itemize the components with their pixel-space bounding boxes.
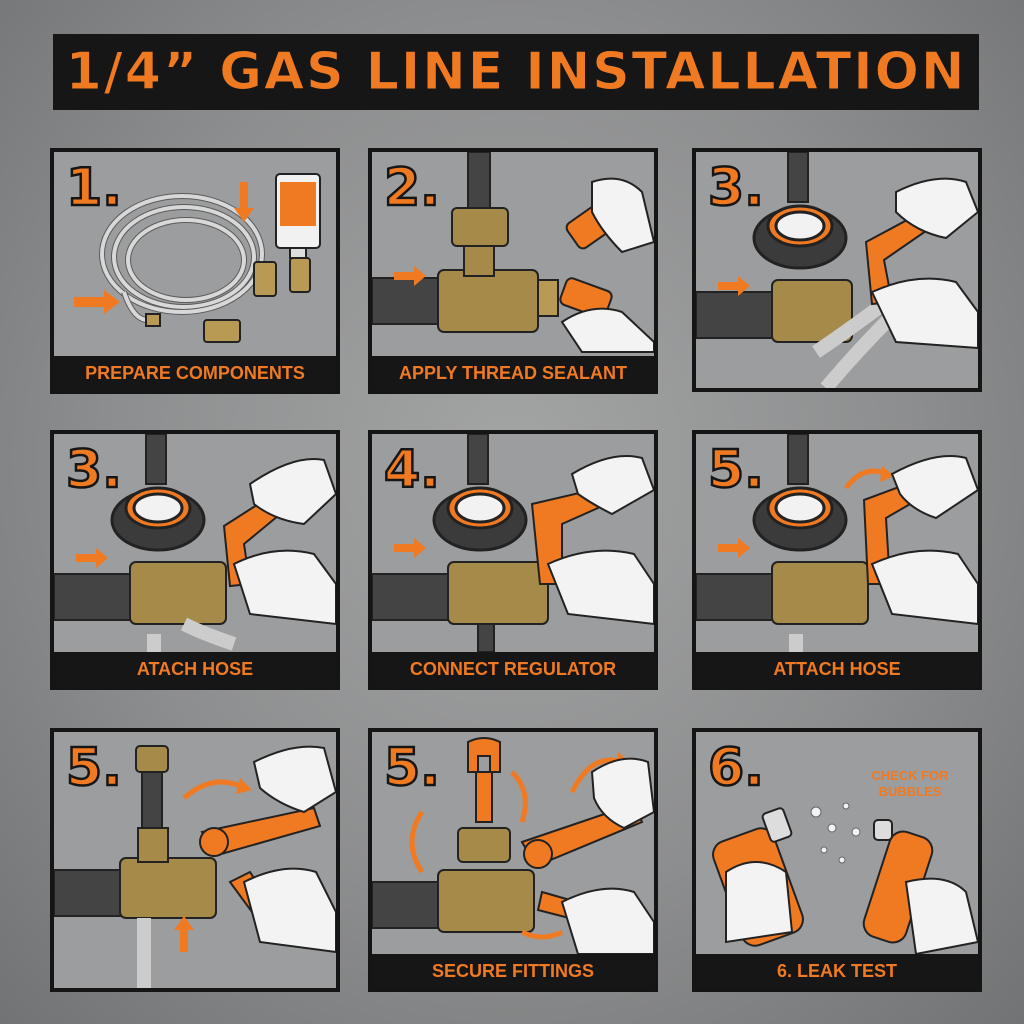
arrow-icon <box>394 266 426 286</box>
secure-fittings-illustration <box>372 737 654 954</box>
step-number: 5. <box>707 440 765 500</box>
step-caption: PREPARE COMPONENTS <box>85 362 305 383</box>
hose-end-fitting-icon <box>145 313 161 327</box>
tighten-fittings-illustration <box>54 745 336 988</box>
brass-union-icon <box>451 207 509 247</box>
rotation-arrow-icon <box>182 779 246 800</box>
horizontal-pipe-icon <box>372 277 443 325</box>
step-panel-8: 5. SECURE FITTINGS <box>368 728 658 992</box>
arrow-icon <box>74 290 120 314</box>
step-caption: SECURE FITTINGS <box>431 960 594 981</box>
caption-bar: CONNECT REGULATOR <box>372 652 654 686</box>
arrow-icon <box>76 548 108 568</box>
wrench-icon <box>467 737 501 823</box>
step-caption: CONNECT REGULATOR <box>409 658 617 679</box>
pressure-gauge-icon <box>752 486 848 552</box>
gloved-hand-icon <box>242 745 336 954</box>
attach-regulator-illustration <box>696 152 978 388</box>
step-panel-5: 4. CONNECT REGULATOR <box>368 430 658 690</box>
gloved-hand-icon <box>725 861 978 954</box>
pressure-gauge-icon <box>432 486 528 552</box>
thread-sealant-illustration <box>372 152 654 353</box>
pressure-gauge-icon <box>752 204 848 270</box>
step-panel-4: 3. ATACH HOSE <box>50 430 340 690</box>
caption-bar: ATTACH HOSE <box>696 652 978 686</box>
caption-bar: ATACH HOSE <box>54 652 336 686</box>
brass-fitting-icon <box>203 257 311 343</box>
check-bubbles-note: CHECK FOR BUBBLES <box>871 768 949 799</box>
brass-union-icon <box>457 827 511 863</box>
step-caption: ATTACH HOSE <box>773 658 901 679</box>
vertical-pipe-icon <box>467 152 491 213</box>
arrow-icon <box>718 276 750 296</box>
step-panel-2: 2. APPLY THREAD SEALANT <box>368 148 658 394</box>
braided-hose-icon <box>147 617 237 652</box>
brass-tee-icon <box>447 561 549 625</box>
attach-hose-tighten-illustration <box>696 434 978 652</box>
brass-tee-icon <box>119 827 217 919</box>
rotation-arrow-icon <box>510 770 528 823</box>
bubbles-icon <box>810 802 861 864</box>
rotation-arrow-icon <box>409 810 425 874</box>
caption-bar: 6. LEAK TEST <box>696 954 978 988</box>
gloved-hand-icon <box>870 455 978 626</box>
step-panel-6: 5. ATTACH HOSE <box>692 430 982 690</box>
brass-tee-icon <box>437 869 535 933</box>
step-caption: APPLY THREAD SEALANT <box>398 362 628 383</box>
gloved-hand-icon <box>560 757 654 954</box>
step-number: 2. <box>383 158 441 218</box>
step-caption: ATACH HOSE <box>136 658 254 679</box>
pressure-gauge-icon <box>110 486 206 552</box>
step-panel-3: 3. <box>692 148 982 392</box>
gloved-hand-icon <box>232 458 336 626</box>
sealant-tube-icon <box>275 173 321 259</box>
caption-bar: PREPARE COMPONENTS <box>54 356 336 390</box>
attach-hose-illustration <box>54 434 336 652</box>
connect-regulator-illustration <box>372 434 654 652</box>
down-arrow-icon <box>234 182 254 222</box>
brass-tee-icon <box>771 561 869 625</box>
step-number: 3. <box>65 440 123 500</box>
step-number: 3. <box>707 158 765 218</box>
step-number: 1. <box>65 158 123 218</box>
brass-tee-icon <box>437 245 559 333</box>
leak-test-illustration <box>712 802 978 954</box>
gloved-hand-icon <box>870 177 978 350</box>
title-banner: 1/4” GAS LINE INSTALLATION <box>53 34 979 110</box>
arrow-icon <box>394 538 426 558</box>
arrow-icon <box>718 538 750 558</box>
step-panel-9: 6. CHECK FOR BUBBLES 6. LEAK TEST <box>692 728 982 992</box>
prepare-components-illustration <box>74 173 321 343</box>
step-number: 5. <box>65 738 123 798</box>
brass-tee-icon <box>129 561 227 625</box>
caption-bar: SECURE FITTINGS <box>372 954 654 988</box>
step-panel-7: 5. <box>50 728 340 992</box>
step-number: 6. <box>707 738 765 798</box>
step-number: 5. <box>383 738 441 798</box>
gloved-hand-icon <box>560 177 654 353</box>
gloved-hand-icon <box>546 455 654 626</box>
caption-bar: APPLY THREAD SEALANT <box>372 356 654 390</box>
step-number: 4. <box>383 440 441 500</box>
rotation-arrow-icon <box>520 929 564 940</box>
step-caption: 6. LEAK TEST <box>776 960 897 981</box>
up-arrow-icon <box>174 916 194 952</box>
page-title: 1/4” GAS LINE INSTALLATION <box>65 42 967 103</box>
brass-tee-icon <box>771 279 853 343</box>
coiled-hose-icon <box>99 193 265 324</box>
rotation-arrow-icon <box>844 468 888 490</box>
step-panel-1: 1. PREPARE COMPONENTS <box>50 148 340 394</box>
